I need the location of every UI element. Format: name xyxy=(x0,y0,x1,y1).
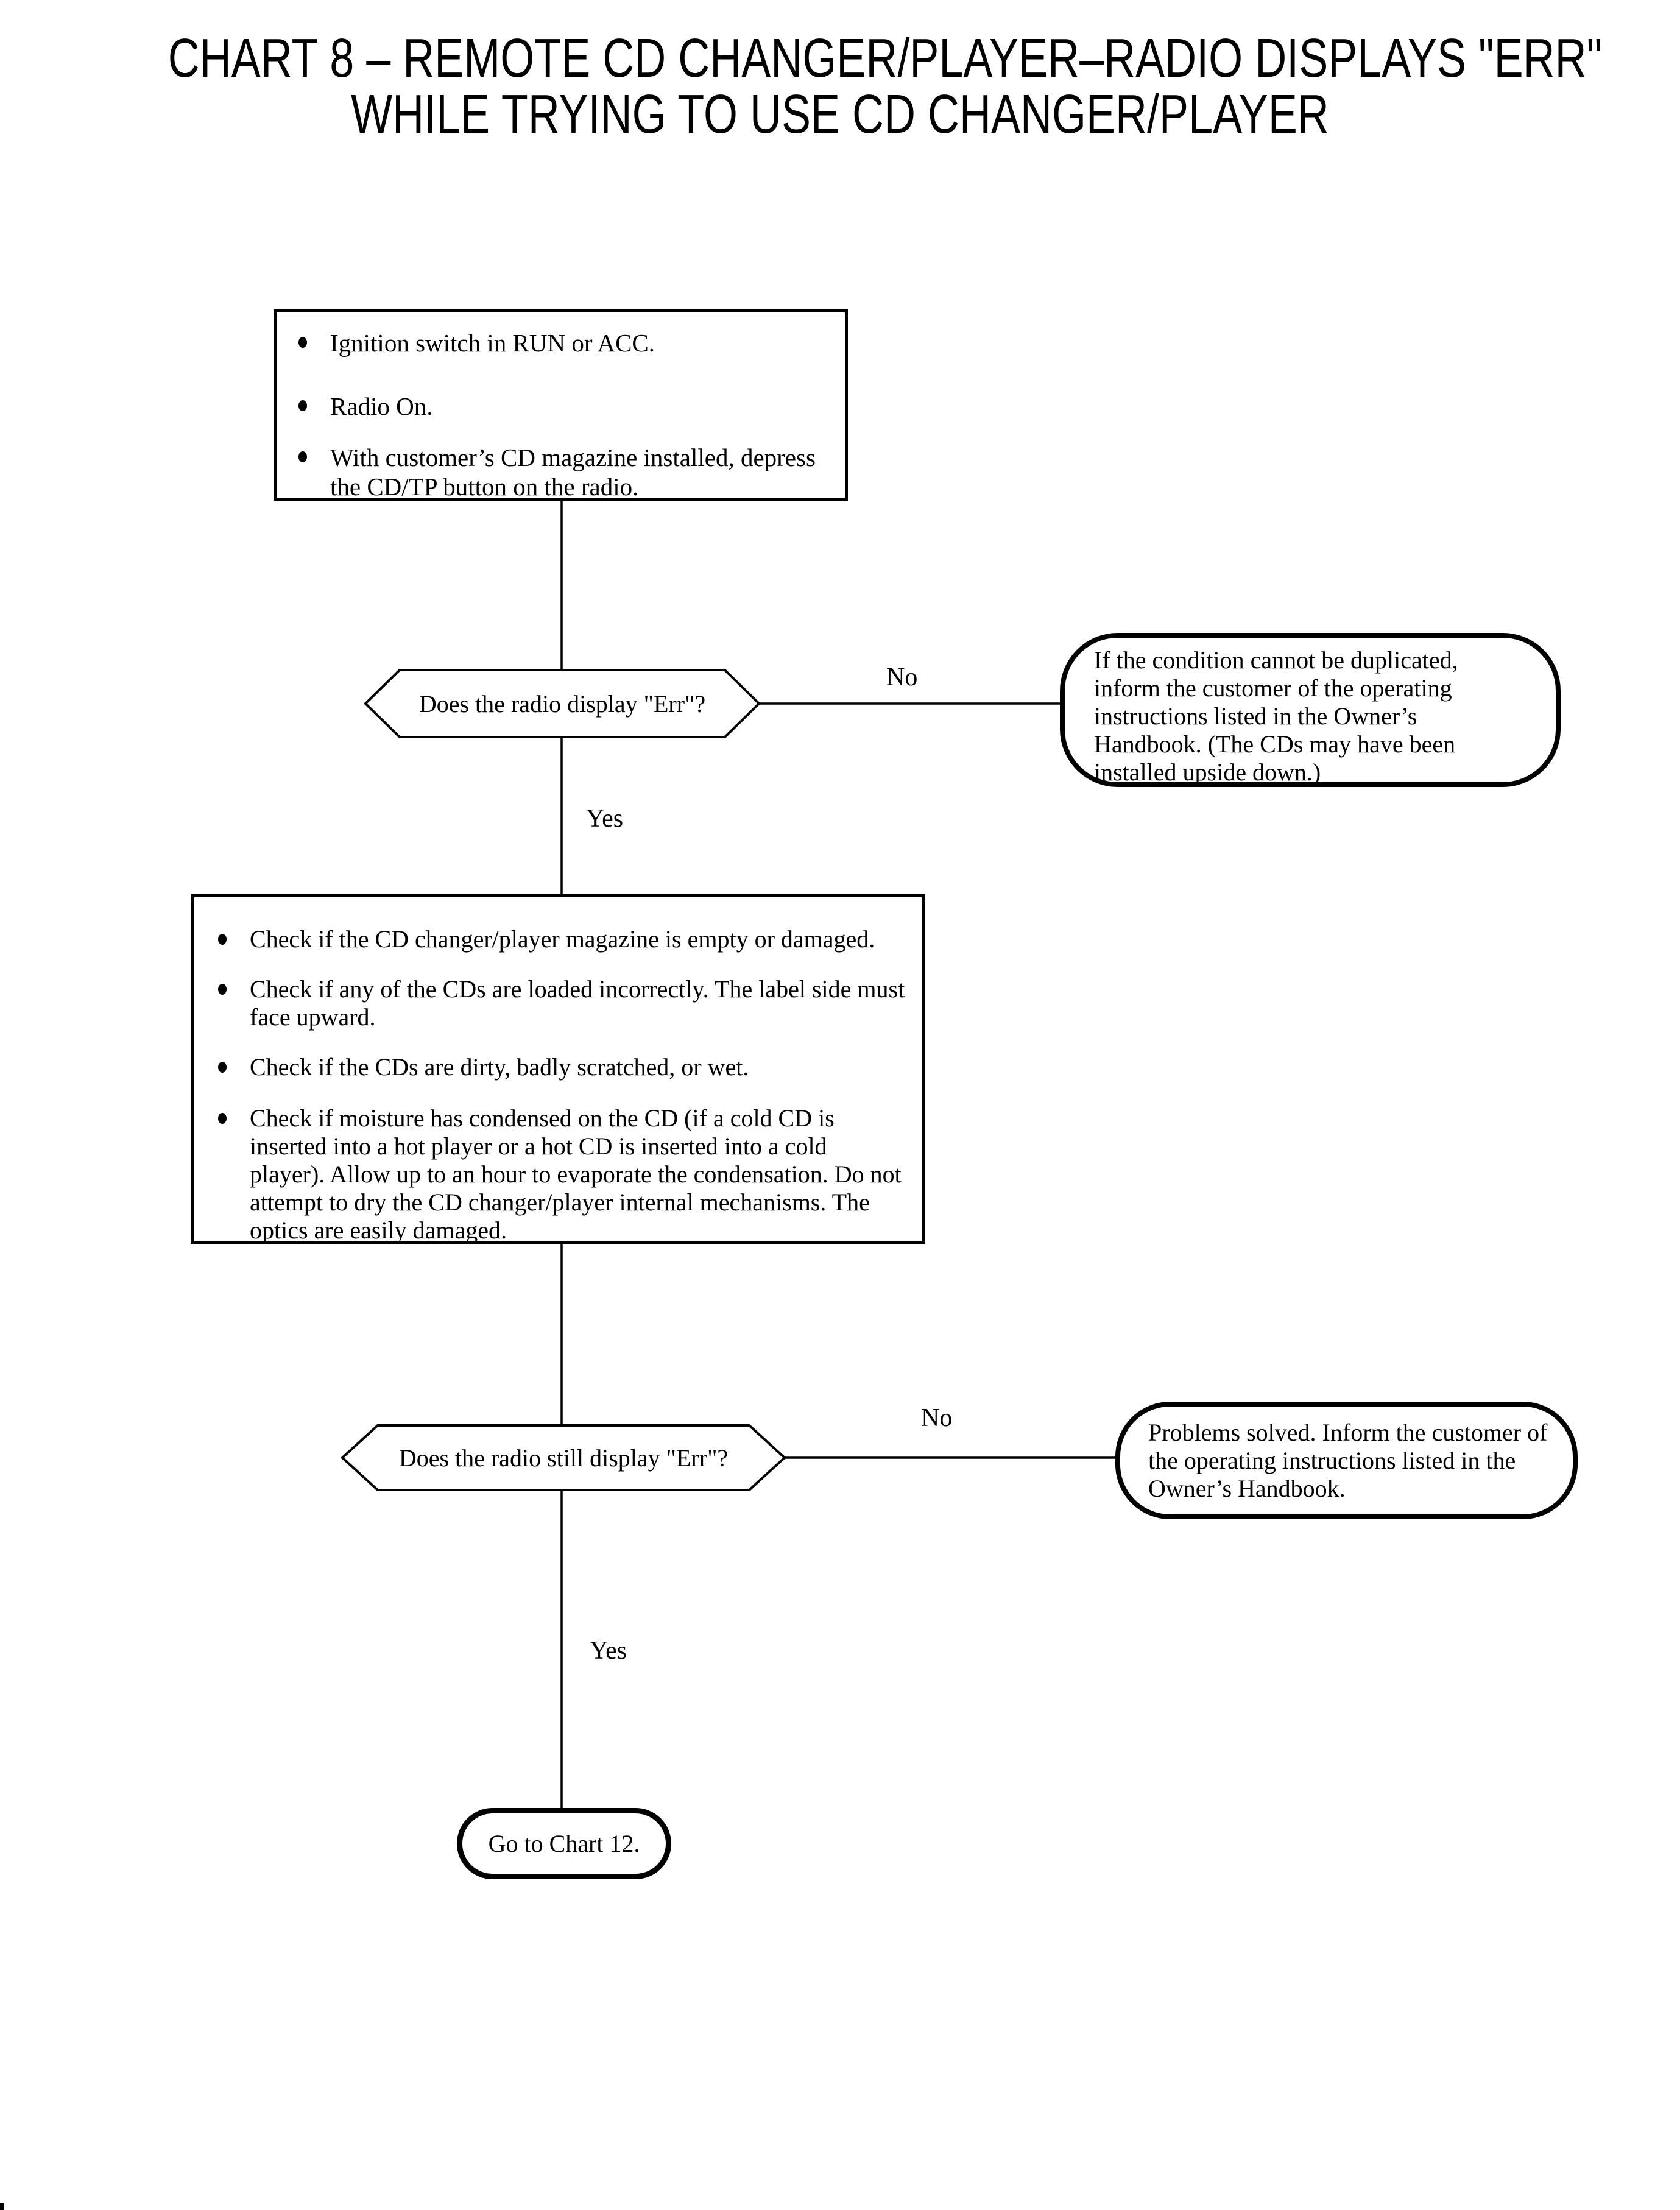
decision-question: Does the radio display "Err"? xyxy=(418,690,706,718)
bullet-text: With customer’s CD magazine installed, d… xyxy=(330,443,816,501)
terminal-text: Problems solved. Inform the customer of … xyxy=(1148,1419,1548,1502)
bullet-item: Check if moisture has condensed on the C… xyxy=(218,1104,906,1244)
page-title-line1: CHART 8 – REMOTE CD CHANGER/PLAYER–RADIO… xyxy=(168,28,1603,89)
bullet-icon xyxy=(218,984,227,995)
preconditions-box: Ignition switch in RUN or ACC. Radio On.… xyxy=(274,309,848,501)
scan-artifact xyxy=(0,2203,4,2210)
bullet-icon xyxy=(298,400,307,411)
terminal-text: If the condition cannot be duplicated, i… xyxy=(1094,646,1458,786)
bullet-text: Check if any of the CDs are loaded incor… xyxy=(250,975,905,1031)
bullet-item: Check if the CDs are dirty, badly scratc… xyxy=(218,1053,906,1081)
page-title-line2: WHILE TRYING TO USE CD CHANGER/PLAYER xyxy=(351,84,1329,145)
bullet-text: Check if the CDs are dirty, badly scratc… xyxy=(250,1053,749,1081)
bullet-item: Check if any of the CDs are loaded incor… xyxy=(218,975,906,1031)
page-title: CHART 8 – REMOTE CD CHANGER/PLAYER–RADIO… xyxy=(168,28,1603,145)
bullet-text: Check if moisture has condensed on the C… xyxy=(250,1104,902,1244)
decision-radio-displays-err: Does the radio display "Err"? xyxy=(364,669,760,738)
decision1-no-label: No xyxy=(886,663,918,691)
hexagon-shape xyxy=(341,1424,786,1491)
bullet-item: Radio On. xyxy=(298,392,827,421)
bullet-text: Ignition switch in RUN or ACC. xyxy=(330,329,655,357)
bullet-icon xyxy=(218,934,227,945)
decision-question: Does the radio still display "Err"? xyxy=(398,1444,729,1472)
hexagon-shape xyxy=(364,669,760,738)
terminal-text: Go to Chart 12. xyxy=(488,1829,640,1857)
bullet-icon xyxy=(218,1113,227,1124)
decision2-no-label: No xyxy=(921,1404,953,1432)
bullet-text: Radio On. xyxy=(330,392,433,420)
bullet-item: Ignition switch in RUN or ACC. xyxy=(298,328,827,358)
decision-radio-still-displays-err: Does the radio still display "Err"? xyxy=(341,1424,786,1491)
bullet-item: Check if the CD changer/player magazine … xyxy=(218,925,906,953)
checks-box: Check if the CD changer/player magazine … xyxy=(191,894,925,1244)
terminal-problems-solved: Problems solved. Inform the customer of … xyxy=(1115,1402,1578,1519)
bullet-icon xyxy=(298,451,307,462)
bullet-item: With customer’s CD magazine installed, d… xyxy=(298,443,827,501)
terminal-cannot-duplicate: If the condition cannot be duplicated, i… xyxy=(1060,633,1561,787)
bullet-text: Check if the CD changer/player magazine … xyxy=(250,925,875,953)
bullet-icon xyxy=(298,337,307,348)
terminal-go-to-chart-12: Go to Chart 12. xyxy=(457,1808,671,1879)
decision2-yes-label: Yes xyxy=(590,1637,627,1665)
decision1-yes-label: Yes xyxy=(586,805,624,833)
bullet-icon xyxy=(218,1062,227,1073)
